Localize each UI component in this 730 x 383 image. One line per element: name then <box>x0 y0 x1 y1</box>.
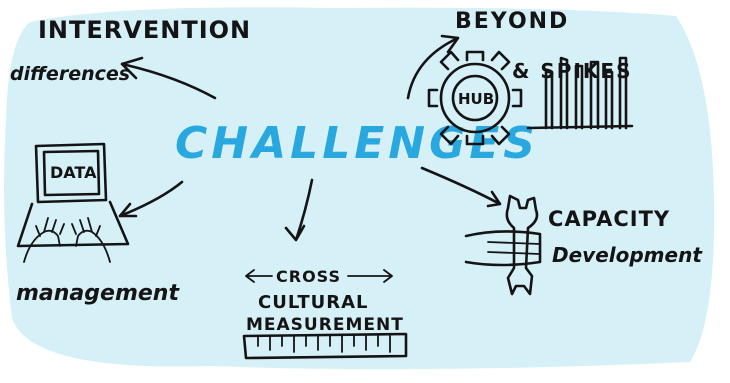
measurement-label: MEASUREMENT <box>246 315 404 335</box>
hands-icon <box>23 217 111 263</box>
capacity-sublabel: Development <box>552 243 703 267</box>
arrow-to-capacity <box>420 166 502 208</box>
intervention-sublabel: differences <box>10 63 130 85</box>
center-title: CHALLENGES <box>175 118 539 169</box>
wrench-hand-icon <box>464 194 542 296</box>
spikes-label: & SPIKES <box>512 59 632 83</box>
spikes-bar-icon <box>526 56 634 130</box>
arrow-to-beyond <box>406 34 460 100</box>
gear-icon <box>427 50 523 146</box>
hub-label: HUB <box>458 90 494 108</box>
ruler-icon <box>242 332 408 360</box>
arrow-to-intervention <box>120 56 217 100</box>
background-blob <box>4 7 715 370</box>
arrow-right-of-cross <box>347 269 393 283</box>
cross-label: CROSS <box>276 267 341 286</box>
arrow-to-data <box>118 180 184 218</box>
data-label: DATA <box>50 163 97 182</box>
capacity-label: CAPACITY <box>548 207 670 231</box>
beyond-label: BEYOND <box>455 9 569 34</box>
laptop-icon <box>16 142 130 248</box>
intervention-label: INTERVENTION <box>38 16 251 44</box>
arrow-to-cross <box>284 178 314 242</box>
arrow-left-of-cross <box>245 269 273 283</box>
data-caption: management <box>16 281 180 306</box>
cultural-label: CULTURAL <box>258 292 368 313</box>
